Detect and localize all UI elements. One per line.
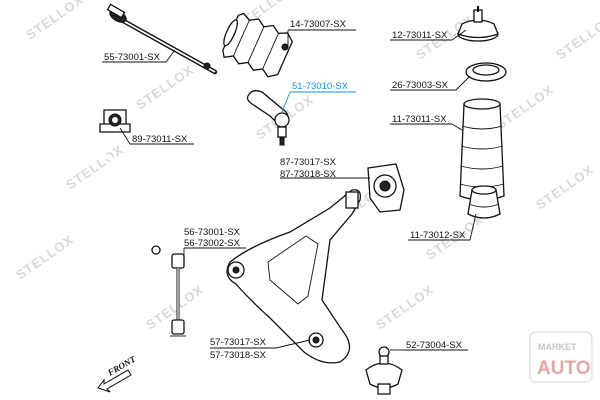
part-strut-bearing[interactable] [465, 62, 507, 82]
label-52-73004-SX[interactable]: 52-73004-SX [406, 340, 463, 351]
label-89-73011-SX[interactable]: 89-73011-SX [132, 134, 188, 145]
watermark-text: STELLOX [553, 12, 600, 63]
part-control-arm-bushing[interactable] [367, 163, 405, 213]
part-tie-rod-inner[interactable] [106, 3, 218, 75]
label-51-73010-SX[interactable]: 51-73010-SX [292, 81, 349, 92]
label-56-73001-SX[interactable]: 56-73001-SX [184, 227, 241, 238]
market-auto-logo: MARKET AUTO [529, 331, 593, 383]
part-tie-rod-end[interactable] [246, 90, 290, 146]
label-56-73002-SX[interactable]: 56-73002-SX [184, 238, 241, 249]
part-strut-mount[interactable] [457, 6, 499, 42]
part-stabilizer-bar [89, 147, 165, 255]
label-11-73011-SX[interactable]: 11-73011-SX [392, 114, 447, 125]
label-11-73012-SX[interactable]: 11-73012-SX [410, 230, 466, 241]
label-87-73018-SX[interactable]: 87-73018-SX [280, 169, 337, 180]
label-87-73017-SX[interactable]: 87-73017-SX [280, 157, 337, 168]
watermark-text: STELLOX [23, 0, 86, 42]
label-57-73017-SX[interactable]: 57-73017-SX [210, 337, 267, 348]
label-57-73018-SX[interactable]: 57-73018-SX [210, 350, 267, 361]
front-arrow: FRONT [97, 354, 138, 393]
watermark-text: STELLOX [533, 162, 596, 213]
logo-text-auto: AUTO [537, 358, 590, 379]
part-rack-boot[interactable] [217, 9, 295, 80]
watermark-text: STELLOX [13, 232, 76, 283]
watermark-text: STELLOX [373, 282, 436, 333]
label-12-73011-SX[interactable]: 12-73011-SX [392, 30, 448, 41]
label-55-73001-SX[interactable]: 55-73001-SX [104, 52, 161, 63]
part-bump-stop[interactable] [467, 185, 501, 219]
label-14-73007-SX[interactable]: 14-73007-SX [290, 19, 347, 30]
watermark-text: STELLOX [63, 142, 126, 193]
logo-text-market: MARKET [538, 342, 577, 352]
label-26-73003-SX[interactable]: 26-73003-SX [392, 80, 449, 91]
part-stabilizer-bushing[interactable] [99, 109, 131, 133]
part-ball-joint[interactable] [365, 346, 403, 395]
part-stabilizer-link[interactable] [170, 253, 186, 337]
part-strut-boot[interactable] [459, 98, 505, 201]
watermark-text: STELLOX [493, 82, 556, 133]
part-lower-control-arm [226, 189, 361, 364]
watermark-text: STELLOX [133, 62, 196, 113]
